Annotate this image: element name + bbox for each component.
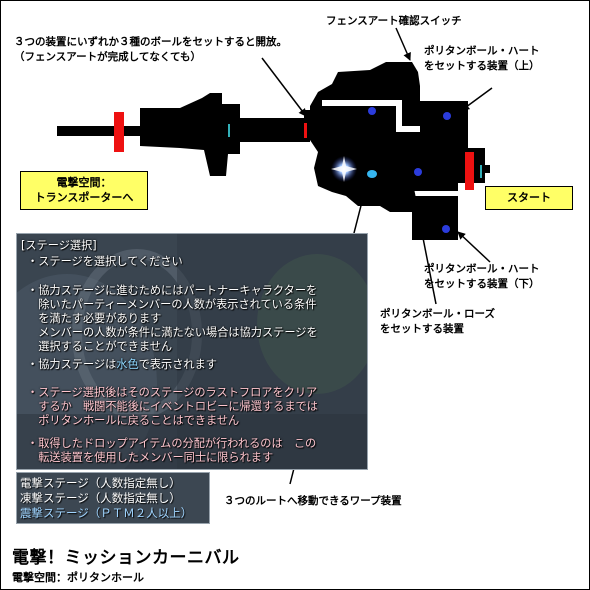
stage-list: 電撃ステージ（人数指定無し） 凍撃ステージ（人数指定無し） 震撃ステージ（ＰＴＭ…	[16, 472, 210, 524]
start-box: スタート	[485, 186, 573, 210]
orb-heart-upper	[443, 112, 451, 120]
dialog-line-16: 転送装置を使用したメンバー同士に限られます	[27, 451, 274, 464]
stage-option-dengeki[interactable]: 電撃ステージ（人数指定無し）	[20, 476, 181, 490]
stage-option-tougeki[interactable]: 凍撃ステージ（人数指定無し）	[20, 491, 181, 505]
central-hall	[310, 62, 485, 240]
start-label: スタート	[507, 191, 551, 204]
coop-color-pre: ・協力ステージは	[27, 358, 117, 371]
dialog-line-4: 除いたパーティーメンバーの人数が表示されている条件	[27, 298, 317, 311]
warp-label: ３つのルートへ移動できるワープ装置	[224, 495, 402, 507]
heart-upper-line-1: ポリタンボール・ハート	[424, 45, 540, 57]
orb-rose	[414, 168, 422, 176]
door-note-line-2: （フェンスアートが完成してなくても）	[14, 51, 202, 63]
page-subtitle: 電撃空間：ポリタンホール	[12, 571, 144, 584]
orb-upper-left	[368, 107, 376, 115]
dialog-line-coop-color: ・協力ステージは水色で表示されます	[27, 357, 217, 372]
dialog-line-13: ポリタンホールに戻ることはできません	[27, 414, 240, 427]
heart-upper-line-2: をセットする装置（上）	[424, 60, 540, 72]
door-note-line-1: ３つの装置にいずれか３種のボールをセットすると開放。	[14, 36, 287, 48]
door-barrier	[304, 123, 307, 138]
rose-line-1: ポリタンボール・ローズ	[380, 308, 495, 320]
dialog-line-5: を満たす必要があります	[27, 312, 162, 325]
dialog-line-12: するか 戦闘不能後にイベントロビーに帰還するまでは	[27, 400, 318, 413]
arrow-door	[261, 57, 307, 117]
arrow-fence-switch	[395, 27, 411, 61]
stage-select-dialog: [ステージ選択] ・ステージを選択してください ・協力ステージに進むためにはパー…	[16, 233, 368, 470]
transporter-line-2: トランスポーターへ	[34, 191, 134, 204]
warp-sparkle-star	[331, 156, 357, 182]
right-corridor	[468, 165, 490, 173]
dialog-line-15: ・取得したドロップアイテムの分配が行われるのは この	[27, 437, 317, 450]
right-red-barrier	[465, 152, 474, 190]
left-corridor	[57, 126, 147, 136]
dialog-line-6: メンバーの人数が条件に満たない場合は協力ステージを	[27, 326, 318, 339]
dialog-line-3: ・協力ステージに進むためにはパートナーキャラクターを	[27, 284, 318, 297]
upper-slit	[322, 100, 396, 106]
upper-slit-vertical	[396, 100, 402, 132]
left-wing-room	[140, 93, 310, 176]
left-red-barrier	[114, 112, 124, 152]
dialog-title: [ステージ選択]	[21, 239, 97, 252]
orb-heart-lower	[442, 225, 450, 233]
stage-option-shingeki[interactable]: 震撃ステージ（ＰＴＭ２人以上）	[20, 506, 193, 520]
dialog-line-7: 選択することができません	[27, 340, 173, 353]
coop-color-highlight: 水色	[116, 358, 139, 371]
transporter-box: 電撃空間： トランスポーターへ	[20, 171, 148, 210]
fence-switch-label: フェンスアート確認スイッチ	[326, 15, 462, 27]
arrow-heart-lower	[457, 231, 491, 263]
dialog-background	[17, 234, 367, 469]
warp-core	[367, 170, 377, 178]
lower-slit	[414, 191, 470, 196]
dialog-line-11: ・ステージ選択後はそのステージのラストフロアをクリア	[27, 386, 318, 399]
upper-slit-ledge	[402, 126, 420, 132]
coop-color-post: で表示されます	[138, 358, 217, 371]
dialog-line-1: ・ステージを選択してください	[27, 255, 183, 268]
arrow-rose	[409, 181, 437, 305]
right-gate	[480, 165, 482, 178]
rose-line-2: をセットする装置	[380, 323, 464, 335]
transporter-line-1: 電撃空間：	[56, 176, 112, 189]
arrow-heart-upper	[461, 87, 493, 111]
heart-lower-line-1: ポリタンボール・ハート	[424, 263, 540, 275]
left-gate	[228, 124, 230, 137]
page-title: 電撃！ミッションカーニバル	[12, 548, 240, 568]
heart-lower-line-2: をセットする装置（下）	[424, 278, 540, 290]
